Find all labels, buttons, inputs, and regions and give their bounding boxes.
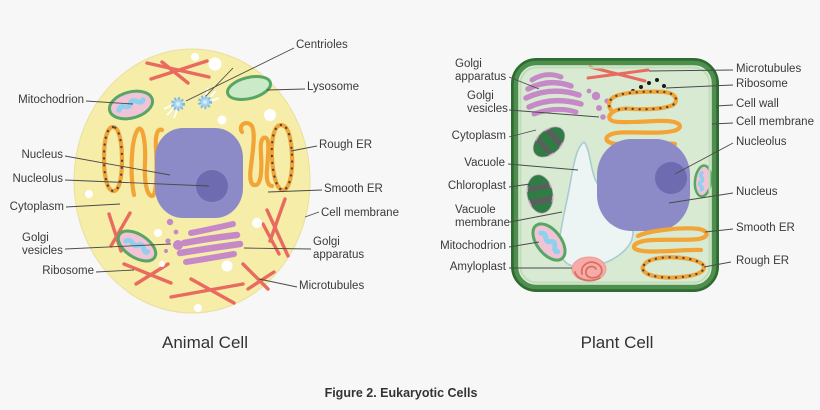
label-line: Golgi [467,90,494,102]
plant-cell-title: Plant Cell [580,333,654,352]
leader-lines [64,47,734,288]
label-animal-nucleus: Nucleus [21,149,63,161]
label-plant-microtubules: Microtubules [736,63,802,75]
label-line: vesicles [467,103,508,115]
label-animal-smooth-er: Smooth ER [324,183,383,195]
label-animal-cell-membrane: Cell membrane [321,207,399,219]
label-line: vesicles [22,245,63,257]
label-line: apparatus [455,71,507,83]
label-plant-cell-wall: Cell wall [736,98,779,110]
label-plant-rough-er: Rough ER [736,255,790,267]
label-plant-golgi-vesicles: Golgi vesicles [467,90,508,116]
label-animal-golgi-vesicles: Golgi vesicles [22,232,63,258]
plant-rough-er-top [607,89,679,115]
label-line: Golgi [22,232,49,244]
centrioles [163,87,220,119]
plant-nucleus [597,139,690,231]
label-animal-microtubules: Microtubules [299,280,365,292]
figure-caption: Figure 2. Eukaryotic Cells [324,386,478,400]
label-plant-cell-membrane: Cell membrane [736,116,814,128]
animal-nucleus [155,128,243,218]
label-line: apparatus [313,249,365,261]
plant-rough-er-bottom [640,255,707,280]
cell-membrane-plant [519,66,711,284]
label-plant-mitochondrion: Mitochodrion [440,240,506,252]
animal-smooth-er [238,121,275,189]
animal-cell-title: Animal Cell [162,333,248,352]
animal-rough-er-right [269,122,295,193]
label-animal-golgi-apparatus: Golgi apparatus [313,236,364,262]
animal-vesicles [85,53,276,312]
plant-mitochondrion-left [531,222,567,262]
plant-microtubules [586,65,650,83]
label-animal-mitochondrion: Mitochodrion [18,94,84,106]
label-animal-cytoplasm: Cytoplasm [9,201,64,213]
label-animal-rough-er: Rough ER [319,139,373,151]
label-line: Vacuole [455,204,496,216]
label-plant-ribosome: Ribosome [736,78,788,90]
cell-wall [513,60,717,290]
animal-nucleolus [196,170,228,202]
label-plant-nucleolus: Nucleolus [736,136,787,148]
label-line: Golgi [313,236,340,248]
label-line: Golgi [455,58,482,70]
plant-nucleolus [655,162,687,194]
amyloplast [571,256,607,282]
animal-cell [73,48,311,314]
plant-smooth-er-bottom [631,226,709,254]
label-plant-golgi-apparatus: Golgi apparatus [455,58,506,84]
lysosome [226,75,272,101]
label-plant-smooth-er: Smooth ER [736,222,795,234]
animal-mitochondrion-top [107,89,155,121]
plant-golgi-apparatus [523,72,584,117]
label-plant-nucleus: Nucleus [736,186,778,198]
animal-golgi-vesicles [164,218,183,253]
animal-rough-er-left [101,124,165,199]
label-animal-lysosome: Lysosome [307,81,359,93]
label-animal-centrioles: Centrioles [296,39,348,51]
chloroplast-upper [527,121,571,163]
label-plant-vacuole: Vacuole [464,157,505,169]
animal-golgi-apparatus [176,221,244,265]
label-plant-chloroplast: Chloroplast [447,180,506,192]
label-line: membrane [455,217,510,229]
label-plant-amyloplast: Amyloplast [449,261,506,273]
label-plant-vacuole-membrane: Vacuole membrane [455,204,510,230]
label-animal-ribosome: Ribosome [42,265,94,277]
label-animal-nucleolus: Nucleolus [12,173,64,185]
plant-cell [511,58,719,292]
animal-microtubules [107,59,290,305]
label-plant-cytoplasm: Cytoplasm [451,130,506,142]
